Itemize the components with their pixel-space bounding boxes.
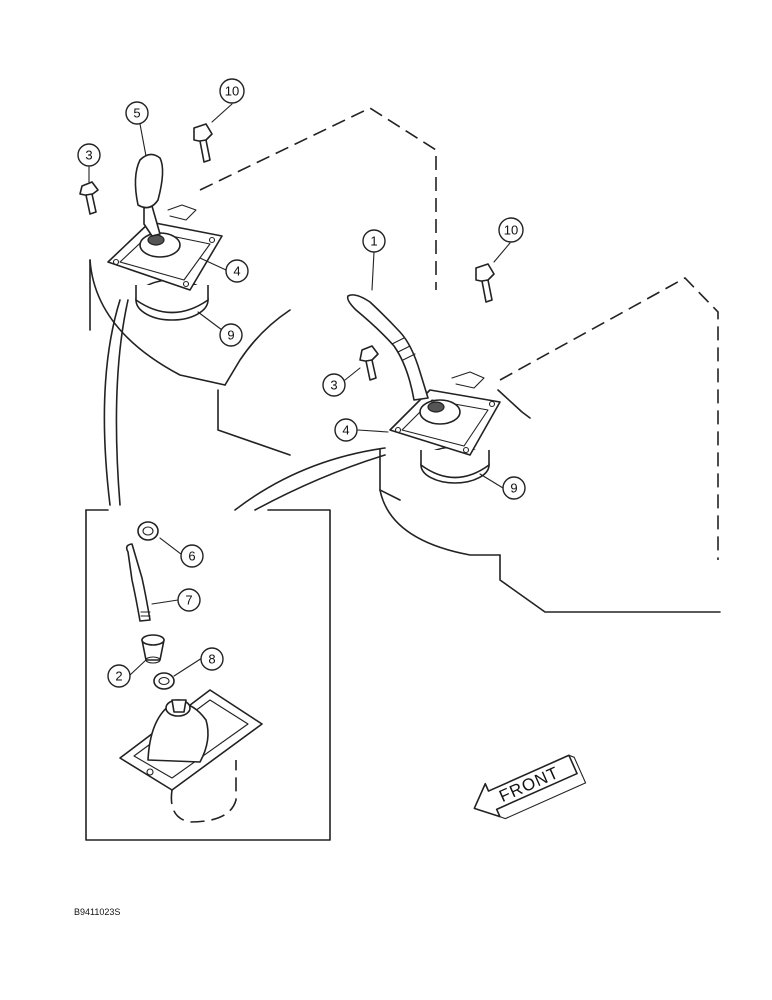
svg-text:7: 7: [185, 593, 192, 608]
callout-5: 5: [125, 101, 149, 125]
callout-10-left: 10: [219, 78, 245, 104]
shaft-part-7: [125, 543, 151, 622]
figure-code: B9411023S: [74, 907, 120, 917]
svg-text:4: 4: [233, 264, 240, 279]
callout-3-right: 3: [322, 373, 346, 397]
front-direction-arrow: FRONT: [473, 754, 587, 820]
callout-10-right: 10: [498, 217, 524, 243]
joystick-base-detail: [119, 689, 263, 823]
callout-9-left: 9: [219, 323, 243, 347]
nut-part-8: [153, 672, 175, 690]
bolt-part-10-right: [475, 263, 495, 303]
leader-lines: [88, 103, 511, 677]
svg-text:8: 8: [208, 652, 215, 667]
bushing-part-2: [141, 634, 165, 664]
callout-7: 7: [177, 588, 201, 612]
bolt-part-10-left: [193, 123, 213, 163]
callout-9-right: 9: [502, 476, 526, 500]
right-joystick-assembly: [346, 294, 501, 484]
svg-text:4: 4: [342, 423, 349, 438]
svg-text:5: 5: [133, 106, 140, 121]
callout-4-left: 4: [225, 259, 249, 283]
detail-inset: [85, 299, 386, 841]
svg-text:3: 3: [85, 148, 92, 163]
svg-text:9: 9: [510, 481, 517, 496]
callout-3-left: 3: [77, 143, 101, 167]
callout-8: 8: [200, 647, 224, 671]
bolt-part-3-left: [79, 181, 99, 215]
bolt-part-3-right: [359, 345, 379, 381]
callout-6: 6: [180, 544, 204, 568]
svg-text:2: 2: [115, 669, 122, 684]
callout-4-right: 4: [334, 418, 358, 442]
svg-text:6: 6: [188, 549, 195, 564]
callout-2: 2: [107, 664, 131, 688]
left-console-outline: [89, 107, 437, 456]
svg-text:10: 10: [225, 84, 239, 99]
svg-text:1: 1: [370, 234, 377, 249]
right-console-outline: [379, 277, 721, 613]
svg-text:9: 9: [227, 328, 234, 343]
callout-1: 1: [362, 229, 386, 253]
svg-text:FRONT: FRONT: [496, 763, 562, 806]
nut-part-6: [137, 521, 159, 541]
svg-text:10: 10: [504, 223, 518, 238]
svg-text:3: 3: [330, 378, 337, 393]
left-joystick-assembly: [107, 153, 223, 321]
